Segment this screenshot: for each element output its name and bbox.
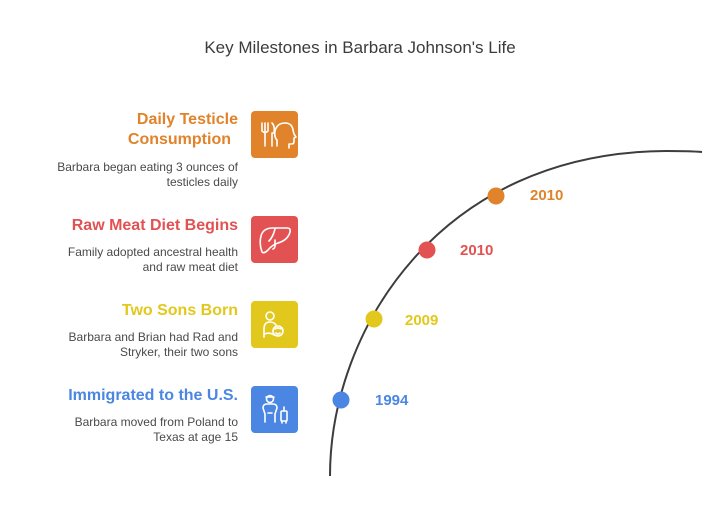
year-label-2010-testicle: 2010	[530, 187, 564, 204]
year-label-2009: 2009	[405, 312, 439, 329]
liver-icon	[251, 216, 298, 263]
parent-child-icon	[251, 301, 298, 348]
year-label-1994: 1994	[375, 392, 409, 409]
timeline-curve	[329, 149, 703, 477]
timeline-dot-1994	[332, 391, 350, 409]
milestone-heading-immigrated: Immigrated to the U.S.	[68, 387, 238, 404]
traveler-luggage-icon	[251, 386, 298, 433]
timeline-dot-2010-raw-meat	[418, 241, 436, 259]
milestone-heading-raw-meat-diet: Raw Meat Diet Begins	[71, 217, 238, 234]
milestone-heading-two-sons-born: Two Sons Born	[121, 302, 238, 319]
milestone-description-immigrated: Barbara moved from Poland to Texas at ag…	[74, 415, 238, 444]
timeline-dot-2009	[365, 310, 383, 328]
timeline-dot-2010-testicle	[487, 187, 505, 205]
milestone-heading-testicle-consumption: Daily Testicle Consumption	[127, 111, 238, 148]
head-fork-knife-icon	[251, 111, 298, 158]
milestone-description-two-sons-born: Barbara and Brian had Rad and Stryker, t…	[68, 330, 238, 359]
diagram-title: Key Milestones in Barbara Johnson's Life	[204, 38, 516, 57]
year-label-2010-raw-meat: 2010	[460, 242, 494, 259]
milestone-description-testicle-consumption: Barbara began eating 3 ounces of testicl…	[57, 160, 238, 189]
milestone-description-raw-meat-diet: Family adopted ancestral health and raw …	[67, 245, 238, 274]
